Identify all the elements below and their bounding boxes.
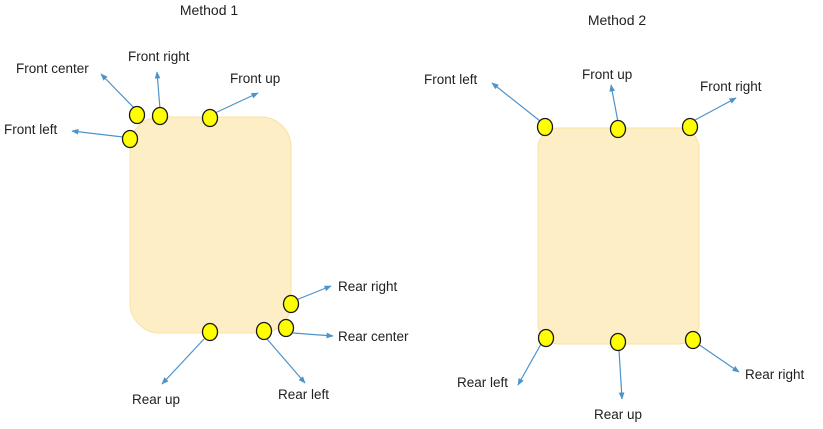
arrow-rear-up-m2 (618, 349, 625, 400)
arrow-front-right-m1 (154, 71, 161, 110)
arrow-rear-right-m1 (295, 285, 332, 301)
arrow-front-left-m1 (71, 128, 124, 138)
sensor-front-right-m1 (151, 106, 169, 126)
arrow-front-up-m2 (609, 84, 619, 123)
arrow-front-right-m2 (694, 97, 737, 121)
label-front-right-m2: Front right (700, 79, 762, 94)
label-front-left-m1: Front left (4, 122, 58, 137)
label-rear-left-m2: Rear left (457, 375, 508, 390)
arrow-rear-up-m1 (161, 338, 205, 385)
label-front-up-m1: Front up (230, 71, 280, 86)
label-rear-left-m1: Rear left (278, 387, 329, 402)
arrow-front-up-m1 (214, 92, 259, 114)
sensor-rear-up-m1 (201, 322, 219, 342)
sensor-rear-right-m1 (282, 294, 300, 314)
label-rear-up-m2: Rear up (594, 407, 642, 422)
arrow-front-left-m2 (491, 82, 541, 122)
vehicle-body-method-1 (129, 116, 292, 334)
vehicle-body-method-2 (537, 127, 700, 345)
sensor-rear-center-m1 (277, 318, 295, 338)
sensor-rear-right-m2 (684, 330, 702, 350)
method-2-panel: Method 2 Front left Front up Front right… (424, 12, 805, 422)
method-2-title: Method 2 (588, 12, 647, 28)
sensor-front-center-m1 (128, 105, 146, 125)
sensor-front-left-m1 (121, 129, 139, 149)
label-rear-center-m1: Rear center (338, 329, 409, 344)
sensor-front-up-m2 (609, 119, 627, 139)
label-rear-right-m1: Rear right (338, 279, 398, 294)
sensor-rear-up-m2 (609, 332, 627, 352)
label-rear-up-m1: Rear up (132, 392, 180, 407)
arrow-rear-left-m1 (266, 338, 306, 384)
sensor-front-right-m2 (681, 117, 699, 137)
sensor-rear-left-m1 (255, 321, 273, 341)
label-front-up-m2: Front up (582, 67, 632, 82)
arrow-rear-right-m2 (697, 343, 740, 373)
label-rear-right-m2: Rear right (745, 367, 805, 382)
method-1-panel: Method 1 Front center Front right Front … (4, 2, 409, 407)
arrow-rear-left-m2 (517, 343, 542, 386)
method-1-title: Method 1 (180, 2, 239, 18)
label-front-center-m1: Front center (16, 61, 89, 76)
arrow-front-center-m1 (100, 73, 138, 112)
sensor-front-left-m2 (536, 117, 554, 137)
sensor-front-up-m1 (201, 108, 219, 128)
label-front-left-m2: Front left (424, 72, 478, 87)
sensor-rear-left-m2 (537, 328, 555, 348)
label-front-right-m1: Front right (128, 49, 190, 64)
arrow-rear-center-m1 (292, 332, 334, 339)
